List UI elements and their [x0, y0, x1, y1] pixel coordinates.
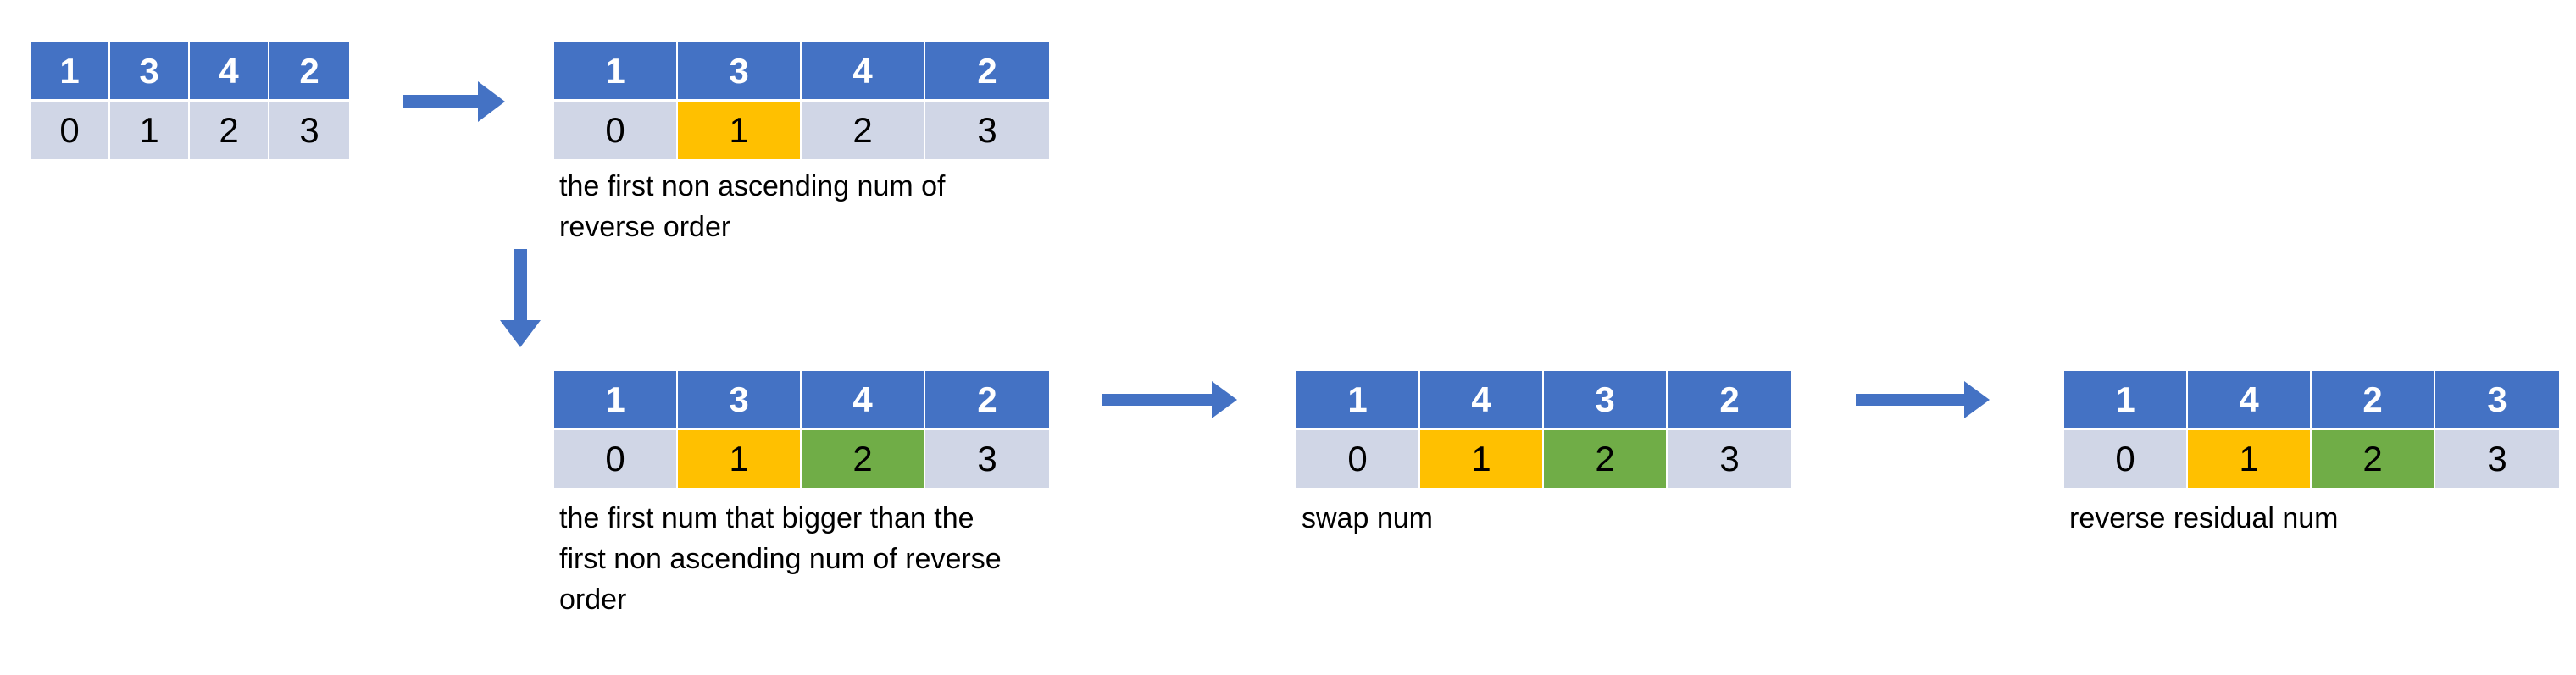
- index-cell: 0: [31, 102, 110, 159]
- value-cell: 3: [110, 42, 190, 102]
- value-cell: 3: [2435, 371, 2559, 430]
- value-cell: 4: [190, 42, 269, 102]
- caption-line: reverse order: [559, 211, 731, 243]
- index-cell: 0: [554, 102, 678, 159]
- arrow-down-icon: [500, 249, 541, 347]
- array-swap: 1 4 3 2 0 1 2 3: [1296, 369, 1791, 488]
- index-cell: 3: [1668, 430, 1791, 488]
- successor-index-cell: 2: [802, 430, 925, 488]
- arrow-right-icon: [1856, 381, 1990, 418]
- array-find-successor: 1 3 4 2 0 1 2 3: [554, 369, 1049, 488]
- index-row: 0 1 2 3: [2064, 430, 2559, 488]
- index-cell: 0: [554, 430, 678, 488]
- successor-index-cell: 2: [2312, 430, 2435, 488]
- value-cell: 2: [2312, 371, 2435, 430]
- pivot-index-cell: 1: [2188, 430, 2312, 488]
- index-cell: 0: [1296, 430, 1420, 488]
- value-cell: 2: [269, 42, 349, 102]
- index-row: 0 1 2 3: [31, 102, 349, 159]
- caption-line: first non ascending num of reverse: [559, 543, 1002, 575]
- index-cell: 1: [110, 102, 190, 159]
- caption-swap: swap num: [1302, 498, 1433, 539]
- value-row: 1 4 3 2: [1296, 371, 1791, 430]
- caption-line: the first num that bigger than the: [559, 502, 974, 534]
- value-cell: 1: [2064, 371, 2188, 430]
- pivot-index-cell: 1: [678, 430, 802, 488]
- value-cell: 1: [554, 42, 678, 102]
- caption-line: reverse residual num: [2069, 502, 2339, 534]
- value-cell: 4: [802, 371, 925, 430]
- caption-line: the first non ascending num of: [559, 170, 946, 202]
- index-cell: 2: [802, 102, 925, 159]
- caption-reverse-residual: reverse residual num: [2069, 498, 2338, 539]
- value-cell: 4: [802, 42, 925, 102]
- value-row: 1 3 4 2: [31, 42, 349, 102]
- index-cell: 3: [925, 430, 1049, 488]
- arrow-right-icon: [403, 81, 505, 122]
- caption-line: swap num: [1302, 502, 1433, 534]
- value-cell: 4: [2188, 371, 2312, 430]
- index-cell: 3: [269, 102, 349, 159]
- arrow-right-icon: [1102, 381, 1237, 418]
- pivot-index-cell: 1: [678, 102, 802, 159]
- index-cell: 0: [2064, 430, 2188, 488]
- index-row: 0 1 2 3: [1296, 430, 1791, 488]
- value-row: 1 4 2 3: [2064, 371, 2559, 430]
- pivot-index-cell: 1: [1420, 430, 1544, 488]
- value-cell: 3: [678, 42, 802, 102]
- value-row: 1 3 4 2: [554, 371, 1049, 430]
- value-cell: 3: [678, 371, 802, 430]
- value-cell: 2: [1668, 371, 1791, 430]
- index-cell: 3: [925, 102, 1049, 159]
- caption-find-successor: the first num that bigger than the first…: [559, 498, 1002, 620]
- array-reverse-residual: 1 4 2 3 0 1 2 3: [2064, 369, 2559, 488]
- value-cell: 1: [554, 371, 678, 430]
- array-initial: 1 3 4 2 0 1 2 3: [31, 41, 349, 159]
- successor-index-cell: 2: [1544, 430, 1668, 488]
- value-cell: 1: [1296, 371, 1420, 430]
- index-row: 0 1 2 3: [554, 102, 1049, 159]
- value-cell: 2: [925, 371, 1049, 430]
- value-cell: 2: [925, 42, 1049, 102]
- value-cell: 3: [1544, 371, 1668, 430]
- index-row: 0 1 2 3: [554, 430, 1049, 488]
- index-cell: 2: [190, 102, 269, 159]
- value-cell: 1: [31, 42, 110, 102]
- value-cell: 4: [1420, 371, 1544, 430]
- array-find-pivot: 1 3 4 2 0 1 2 3: [554, 41, 1049, 159]
- index-cell: 3: [2435, 430, 2559, 488]
- value-row: 1 3 4 2: [554, 42, 1049, 102]
- caption-line: order: [559, 584, 627, 616]
- caption-find-pivot: the first non ascending num of reverse o…: [559, 166, 946, 247]
